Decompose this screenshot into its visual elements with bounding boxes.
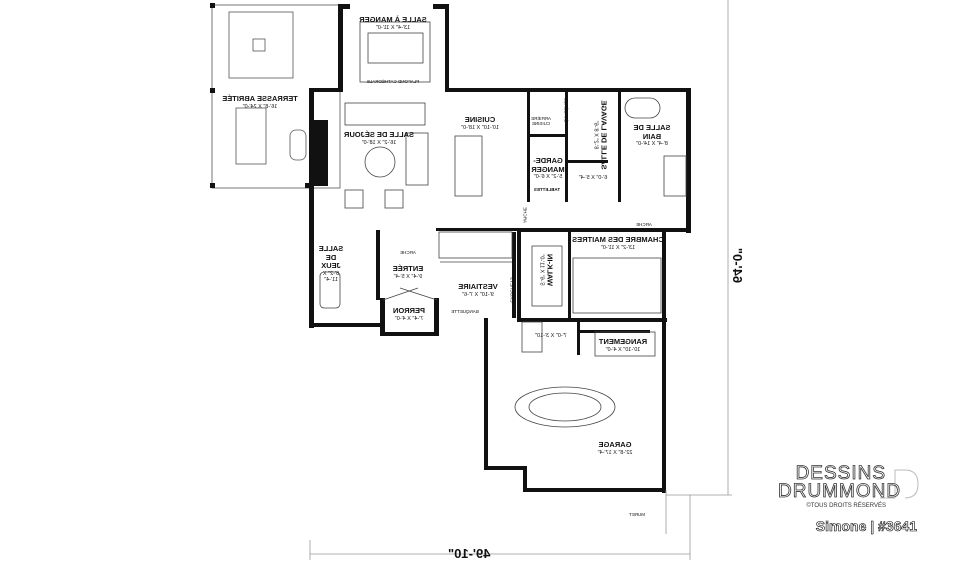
room-name: TERRASSE ABRITÉE	[222, 94, 298, 103]
note-muret: MURET	[629, 512, 645, 517]
room-dims: 7'-4" X 4'-0"	[394, 315, 424, 322]
room-salle-eau: 7'-0" X 3'-10"	[535, 333, 567, 339]
room-dims: 5'-2" X 6'-0"	[533, 174, 563, 181]
room-dims: 8'-2" X 11'-4"	[322, 270, 340, 284]
room-dims: 6'-0" X 5'-4"	[578, 175, 608, 181]
room-name: GARDE-MANGER	[531, 156, 565, 174]
note-banquette: BANQUETTE	[451, 309, 479, 314]
room-name: SALLE DE JEUX	[318, 244, 344, 271]
note-arriere-cuisine: ARRIÈRE CUISINE	[531, 116, 552, 126]
dessins-drummond-logo: DESSINS DRUMMOND ©TOUS DROITS RÉSERVÉS	[778, 463, 928, 509]
note-arche-2: ARCHE	[400, 250, 416, 255]
logo-line-2: DRUMMOND	[778, 481, 902, 502]
room-toilette: 6'-0" X 5'-4"	[579, 175, 608, 181]
dimension-lines	[309, 0, 732, 560]
fixtures	[319, 21, 687, 428]
dimension-width: 49'-10"	[448, 546, 491, 561]
room-name: CHAMBRE DES MAITRES	[572, 235, 664, 244]
room-dims: 5'-6" X 11'-0"	[538, 254, 545, 286]
room-dims: 22'-8" X 17'-4"	[597, 449, 633, 456]
room-dims: 13'-4" X 11'-0"	[375, 24, 411, 31]
logo-line-1: DESSINS	[795, 463, 886, 484]
exterior-walls	[309, 4, 691, 493]
room-dims: 7'-0" X 3'-10"	[535, 333, 567, 339]
room-name: RANGEMENT	[598, 337, 648, 346]
room-name: SALLE DE SÉJOUR	[343, 130, 415, 139]
logo-mark	[880, 469, 919, 499]
note-arche-1: ARCHE	[636, 222, 652, 227]
note-tablettes: TABLETTES	[533, 187, 561, 192]
plan-name: Simone | #3641	[815, 518, 917, 535]
room-dims: 13'-2" X 11'-0"	[600, 244, 636, 251]
room-name: SALLE À MANGER	[359, 15, 427, 24]
dimension-depth: 64'-0"	[730, 247, 746, 284]
note-plafond: PLAFOND CATHÉDRALE	[366, 79, 420, 84]
copyright-text: ©TOUS DROITS RÉSERVÉS	[806, 503, 886, 509]
room-dims: 10'-10" X 4'-0"	[605, 346, 641, 353]
room-dims: 16'-2" X 18'-0"	[361, 139, 397, 146]
terrace-posts	[210, 3, 310, 188]
room-name: SALLE DE LAVAGE	[599, 100, 609, 170]
room-name: CUISINE	[464, 115, 496, 124]
room-dims: 16'-8" X 24'-0"	[242, 103, 278, 110]
room-dims: 9'-4" X 5'-4"	[393, 273, 423, 280]
note-etageres: ÉTAGÈRES	[563, 97, 569, 123]
room-name: WALK-IN	[545, 253, 555, 287]
terrace-outline	[211, 4, 341, 189]
room-name: SALLE DE BAIN	[633, 123, 671, 141]
room-name: PERRON	[392, 306, 426, 315]
room-name: GARAGE	[598, 440, 632, 449]
room-name: ENTRÉE	[392, 264, 424, 273]
interior-walls	[376, 92, 667, 355]
note-crochets: CROCHETS	[509, 277, 515, 303]
note-arche-3: ARCHE	[522, 207, 528, 223]
room-name: VESTIAIRE	[458, 282, 498, 291]
room-dims: 10'-10" X 18'-0"	[461, 124, 499, 131]
room-dims: 9'-10" X 7'-6"	[462, 291, 494, 298]
room-dims: 8'-4" X 14'-0"	[636, 141, 668, 148]
